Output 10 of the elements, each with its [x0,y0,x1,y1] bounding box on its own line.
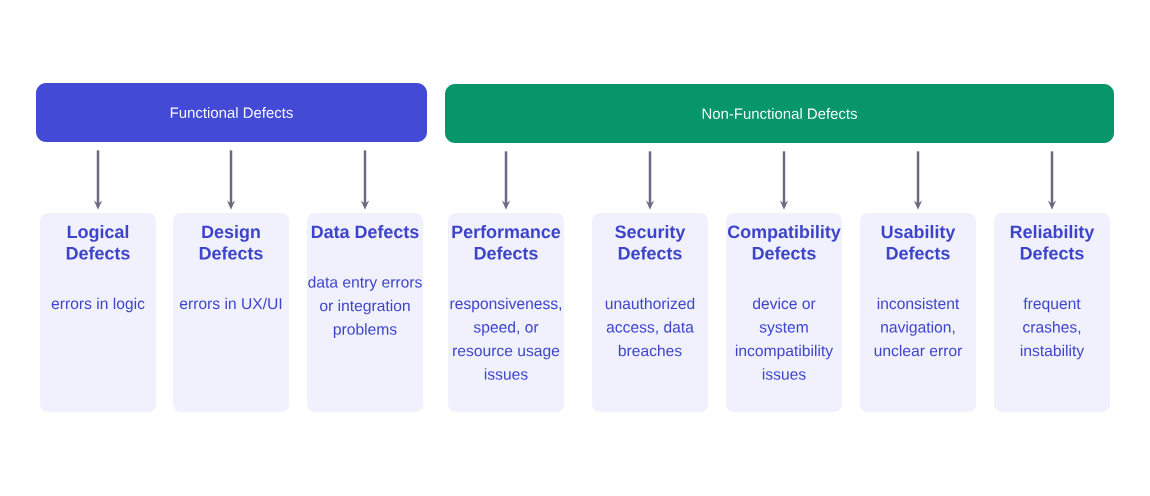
category-box: Non-Functional Defects [445,84,1114,143]
defect-card: Compatibility Defects device or system incompatibility issues [726,213,842,412]
defect-card: Data Defects data entry errors or integration problems [307,213,423,412]
defect-card: Reliability Defects frequent crashes, instability [994,213,1110,412]
defect-card: Design Defects errors in UX/UI [173,213,289,412]
defect-card: Usability Defects inconsistent navigation, unclear error [860,213,976,412]
defect-card: Logical Defects errors in logic [40,213,156,412]
defect-card: Performance Defects responsiveness, speed, or resource usage issues [448,213,564,412]
defect-card: Security Defects unauthorized access, data breaches [592,213,708,412]
category-box: Functional Defects [36,83,427,142]
